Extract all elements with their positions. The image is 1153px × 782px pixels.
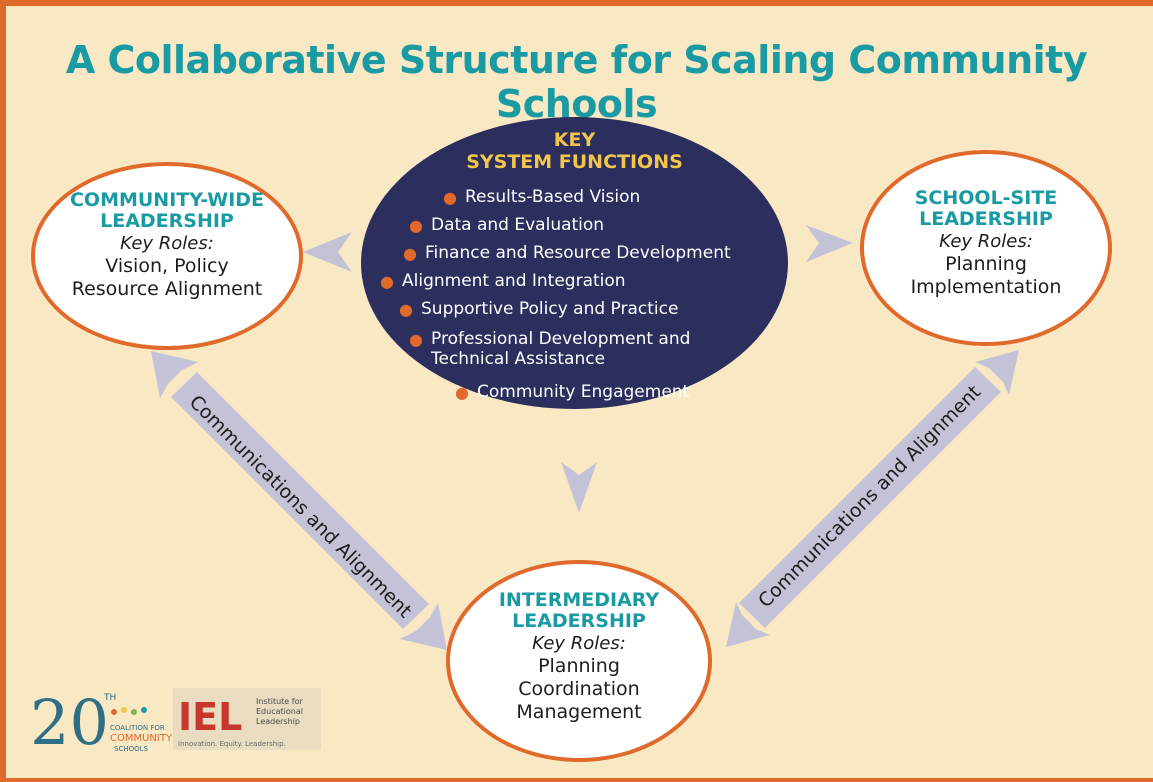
right-node-heading-line2: LEADERSHIP (919, 208, 1053, 230)
logos: 20 TH COALITION FOR COMMUNITY SCHOOLS IE… (28, 686, 328, 760)
right-node-roles-label: Key Roles: (939, 231, 1033, 252)
bottom-node-roles-label: Key Roles: (532, 633, 626, 654)
arrow-to-bottom-node (561, 462, 597, 513)
function-text: Community Engagement (477, 382, 690, 402)
function-text: Supportive Policy and Practice (421, 299, 679, 319)
iel-name-line: Leadership (256, 717, 300, 726)
left-node-heading-line2: LEADERSHIP (100, 210, 234, 232)
right-connector-arrowhead-top (975, 350, 1019, 395)
right-node-role: Implementation (910, 276, 1062, 298)
figure-icon (141, 707, 147, 713)
iel-abbrev: IEL (178, 695, 242, 739)
iel-logo: IEL Institute for Educational Leadership… (173, 688, 321, 750)
right-connector-band (739, 367, 1001, 628)
coalition-name-line: SCHOOLS (114, 745, 149, 753)
right-node-heading-line1: SCHOOL-SITE (914, 187, 1058, 209)
school-site-leadership-oval: SCHOOL-SITE LEADERSHIP Key Roles: Planni… (860, 150, 1112, 346)
figure-icon (121, 707, 127, 713)
key-system-functions-oval: KEY SYSTEM FUNCTIONS ● Results-Based Visi… (361, 117, 788, 409)
right-node-role: Planning (945, 253, 1027, 275)
function-text: Alignment and Integration (402, 271, 626, 291)
iel-name-line: Educational (256, 707, 303, 716)
figure-icon (111, 709, 117, 715)
bottom-node-role: Coordination (518, 678, 640, 700)
left-node-role: Resource Alignment (71, 278, 263, 300)
function-item: ● Finance and Resource Development (403, 243, 731, 264)
function-item: ● Supportive Policy and Practice (399, 299, 679, 320)
arrow-to-right-node (806, 225, 853, 262)
function-text: Finance and Resource Development (425, 243, 731, 263)
bottom-node-role: Planning (538, 655, 620, 677)
center-heading-line1: KEY (553, 129, 596, 151)
bottom-node-heading-line1: INTERMEDIARY (498, 589, 660, 611)
intermediary-leadership-oval: INTERMEDIARY LEADERSHIP Key Roles: Plann… (446, 560, 712, 762)
function-item: ● Professional Development and (409, 329, 691, 350)
function-item: ● Data and Evaluation (409, 215, 605, 236)
right-connector-arrowhead-bottom (726, 602, 770, 647)
function-item: ● Community Engagement (455, 382, 690, 403)
function-text: Data and Evaluation (431, 215, 605, 235)
right-connector-label: Communications and Alignment (754, 381, 985, 612)
iel-name-line: Institute for (256, 697, 303, 706)
function-text: Results-Based Vision (465, 187, 641, 207)
coalition-logo: 20 TH COALITION FOR COMMUNITY SCHOOLS (30, 686, 173, 759)
left-connector-arrowhead-bottom (400, 603, 447, 650)
center-heading-line2: SYSTEM FUNCTIONS (466, 151, 683, 173)
function-item-continued: Technical Assistance (431, 349, 605, 370)
coalition-name-line: COMMUNITY (110, 733, 173, 744)
diagram-title: A Collaborative Structure for Scaling Co… (65, 38, 1088, 126)
iel-logo-background (173, 688, 321, 750)
function-item: ● Results-Based Vision (443, 187, 641, 208)
coalition-name-line: COALITION FOR (110, 724, 165, 732)
coalition-suffix: TH (103, 693, 116, 703)
left-connector-label: Communications and Alignment (185, 391, 416, 622)
arrow-to-left-node (303, 232, 352, 272)
bullet-icon: ● (403, 244, 417, 263)
left-node-role: Vision, Policy (105, 255, 229, 277)
figure-icon (131, 709, 137, 715)
bullet-icon: ● (443, 188, 457, 207)
community-wide-leadership-oval: COMMUNITY-WIDE LEADERSHIP Key Roles: Vis… (31, 162, 303, 350)
bullet-icon: ● (455, 383, 469, 402)
coalition-number: 20 (30, 686, 109, 756)
bullet-icon: ● (409, 330, 423, 349)
function-text: Technical Assistance (431, 349, 606, 369)
function-text: Professional Development and (431, 329, 691, 349)
bottom-node-role: Management (516, 701, 642, 723)
left-connector-arrowhead-top (151, 351, 198, 398)
partner-logos: 20 TH COALITION FOR COMMUNITY SCHOOLS IE… (30, 686, 321, 759)
bullet-icon: ● (399, 300, 413, 319)
bottom-node-heading-line2: LEADERSHIP (512, 610, 646, 632)
left-connector-band (171, 372, 429, 629)
bullet-icon: ● (409, 216, 423, 235)
left-node-roles-label: Key Roles: (120, 233, 214, 254)
function-item: ● Alignment and Integration (380, 271, 626, 292)
iel-tagline: Innovation. Equity. Leadership. (178, 740, 286, 748)
left-node-heading-line1: COMMUNITY-WIDE (69, 189, 265, 211)
right-connector: Communications and Alignment (726, 350, 1019, 647)
left-connector: Communications and Alignment (151, 351, 447, 650)
bullet-icon: ● (380, 272, 394, 291)
